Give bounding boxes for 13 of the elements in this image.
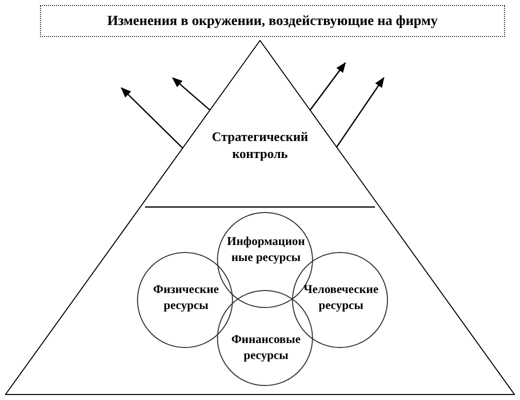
- heading-box: [40, 5, 505, 37]
- circle-label: Информацион ные ресурсы: [226, 233, 306, 265]
- arrow: [336, 77, 384, 148]
- pyramid-label: Стратегический контроль: [210, 128, 310, 162]
- arrow: [172, 77, 210, 110]
- resource-circle: [137, 252, 233, 348]
- circle-label: Физические ресурсы: [152, 281, 220, 313]
- arrow: [120, 87, 183, 148]
- heading-text: Изменения в окружении, воздействующие на фирму: [107, 12, 438, 30]
- circle-label: Человеческие ресурсы: [302, 281, 380, 313]
- circle-label: Финансовые ресурсы: [230, 331, 302, 363]
- pyramid: [5, 40, 515, 395]
- arrow: [310, 62, 346, 110]
